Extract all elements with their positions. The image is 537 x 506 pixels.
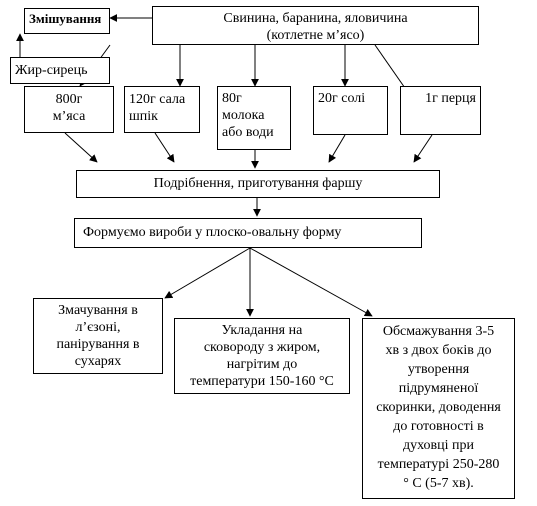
milk80-line3: або води xyxy=(222,125,274,140)
frying-pan-line3: нагрітим до xyxy=(226,357,298,372)
roasting-line8: температурі 250-280 xyxy=(377,457,500,472)
arrow-forming-to-breading xyxy=(164,247,251,299)
forming-label: Формуємо вироби у плоско-овальну форму xyxy=(83,225,342,240)
breading-line3: панірування в xyxy=(56,337,140,352)
salt20-box: 20г солі xyxy=(313,86,388,135)
frying-pan-line4: температури 150-160 °С xyxy=(190,374,334,389)
meat800-line2: м’яса xyxy=(52,109,86,124)
salt20-label: 20г солі xyxy=(318,91,366,106)
milk80-line1: 80г xyxy=(222,91,242,106)
meat800-line1: 800г xyxy=(55,92,83,107)
roasting-line5: скоринки, доводення xyxy=(376,400,501,415)
lard120-line2: шпік xyxy=(129,109,158,124)
roasting-line1: Обсмажування 3-5 xyxy=(382,324,495,339)
meat-source-line2: (котлетне м’ясо) xyxy=(266,28,365,43)
breading-line2: л’єзоні, xyxy=(75,320,121,335)
arrow-20-to-grinding xyxy=(328,134,346,163)
meat-source-line1: Свинина, баранина, яловичина xyxy=(223,11,408,26)
milk80-box: 80г молока або води xyxy=(217,86,291,150)
breading-box: Змачування в л’єзоні, панірування в суха… xyxy=(33,298,163,374)
frying-pan-box: Укладання на сковороду з жиром, нагрітим… xyxy=(174,318,350,394)
roasting-line7: духовці при xyxy=(402,438,475,453)
roasting-line9: ° С (5-7 хв). xyxy=(403,476,474,491)
roasting-line3: утворення xyxy=(407,362,470,377)
breading-line1: Змачування в xyxy=(58,303,138,318)
grinding-label: Подрібнення, приготування фаршу xyxy=(153,176,363,191)
roasting-box: Обсмажування 3-5 хв з двох боків до утво… xyxy=(362,318,515,499)
lard120-line1: 120г сала xyxy=(129,92,186,107)
frying-pan-line1: Укладання на xyxy=(221,323,303,338)
roasting-line6: до готовності в xyxy=(393,419,484,434)
fat-box: Жир-сирець xyxy=(10,57,110,84)
pepper1-label: 1г перця xyxy=(425,91,476,106)
arrow-forming-to-roasting xyxy=(249,247,373,317)
arrow-800-to-grinding xyxy=(64,132,98,163)
meat-source-box: Свинина, баранина, яловичина (котлетне м… xyxy=(152,6,479,45)
lard120-box: 120г сала шпік xyxy=(124,86,200,133)
arrow-120-to-grinding xyxy=(154,132,175,163)
grinding-box: Подрібнення, приготування фаршу xyxy=(76,170,440,198)
pepper1-box: 1г перця xyxy=(400,86,481,135)
roasting-line2: хв з двох боків до xyxy=(385,343,492,358)
mixing-label: Змішування xyxy=(29,11,102,26)
breading-line4: сухарях xyxy=(74,354,122,369)
meat800-box: 800г м’яса xyxy=(24,86,114,133)
mixing-box: Змішування xyxy=(24,8,110,34)
frying-pan-line2: сковороду з жиром, xyxy=(203,340,321,355)
milk80-line2: молока xyxy=(222,108,265,123)
forming-box: Формуємо вироби у плоско-овальну форму xyxy=(74,218,422,248)
arrow-pepper-to-grinding xyxy=(413,134,433,163)
roasting-line4: підрумяненої xyxy=(398,381,479,396)
fat-label: Жир-сирець xyxy=(15,63,88,78)
